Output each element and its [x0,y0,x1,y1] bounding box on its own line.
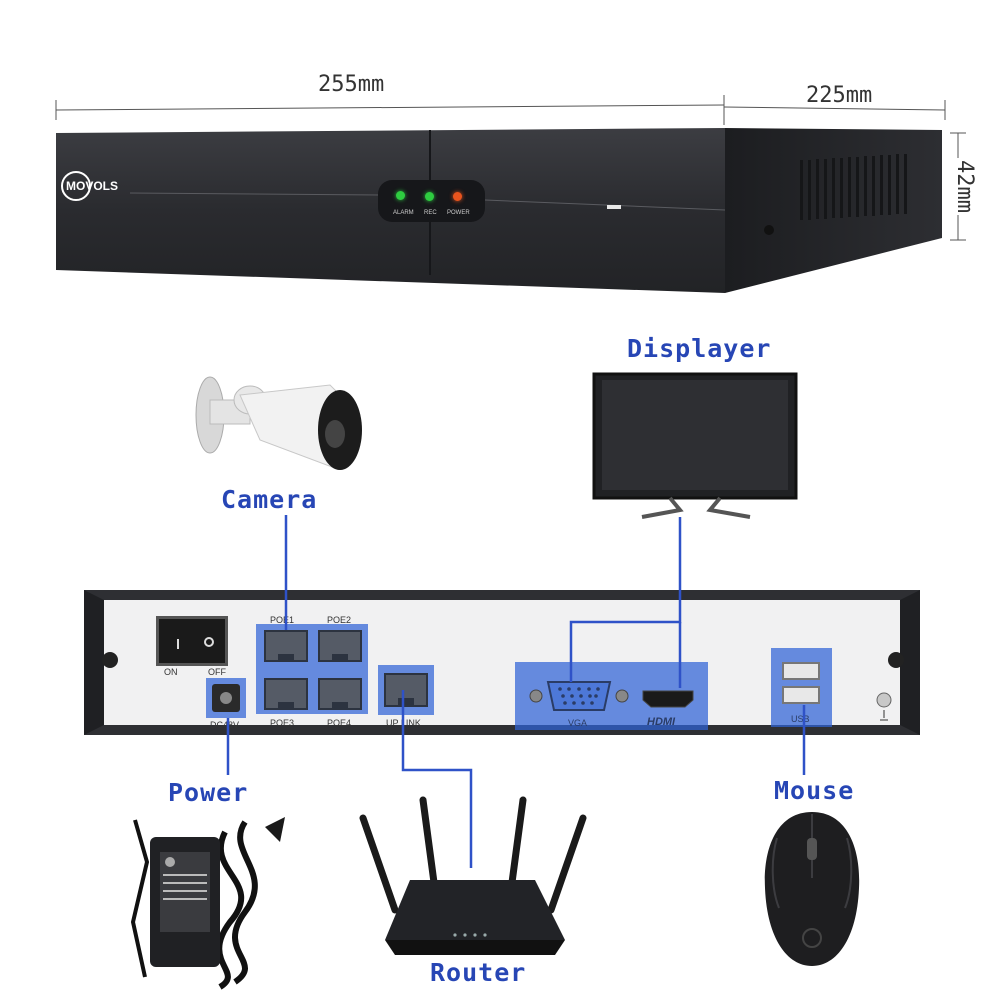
depth-dimension-label: 225mm [806,83,873,108]
power-switch[interactable] [156,616,228,666]
led-alarm-label: ALARM [393,210,414,216]
vga-label: VGA [568,718,588,728]
monitor-icon [592,372,798,519]
width-dimension-label: 255mm [318,72,385,97]
router-icon [359,796,587,955]
vga-port[interactable] [528,676,630,716]
power-adapter-icon [130,817,285,990]
poe1-port[interactable] [264,630,308,662]
router-label: Router [430,958,527,987]
dc-jack-hole [220,692,232,704]
power-label: Power [168,778,249,807]
switch-off-mark [204,637,214,647]
uplink-port[interactable] [384,673,428,707]
mouse-icon [764,812,860,966]
mouse-label: Mouse [774,776,855,805]
led-rec-label: REC [424,210,437,216]
poe3-label: POE3 [270,718,295,728]
nvr-front-view [56,128,942,293]
usb-port-bottom[interactable] [782,686,820,704]
poe2-port[interactable] [318,630,362,662]
poe4-label: POE4 [327,718,352,728]
hdmi-port[interactable] [640,688,696,710]
usb-label: USB [791,714,810,724]
switch-on-mark [177,639,179,649]
led-alarm [396,191,405,200]
led-power [453,192,462,201]
camera-icon [195,376,362,470]
led-power-label: POWER [447,210,470,216]
poe2-label: POE2 [327,615,352,625]
switch-off-label: OFF [208,667,226,677]
poe1-label: POE1 [270,615,295,625]
usb-port-top[interactable] [782,662,820,680]
brand-logo: MOVOLS [66,179,119,193]
displayer-label: Displayer [627,334,772,363]
poe3-port[interactable] [264,678,308,710]
hdmi-label: HDMI [647,716,676,728]
poe4-port[interactable] [318,678,362,710]
dc-label: DC48V [210,720,240,730]
camera-label: Camera [221,485,318,514]
switch-on-label: ON [164,667,178,677]
dc-power-jack[interactable] [212,684,240,712]
led-rec [425,192,434,201]
